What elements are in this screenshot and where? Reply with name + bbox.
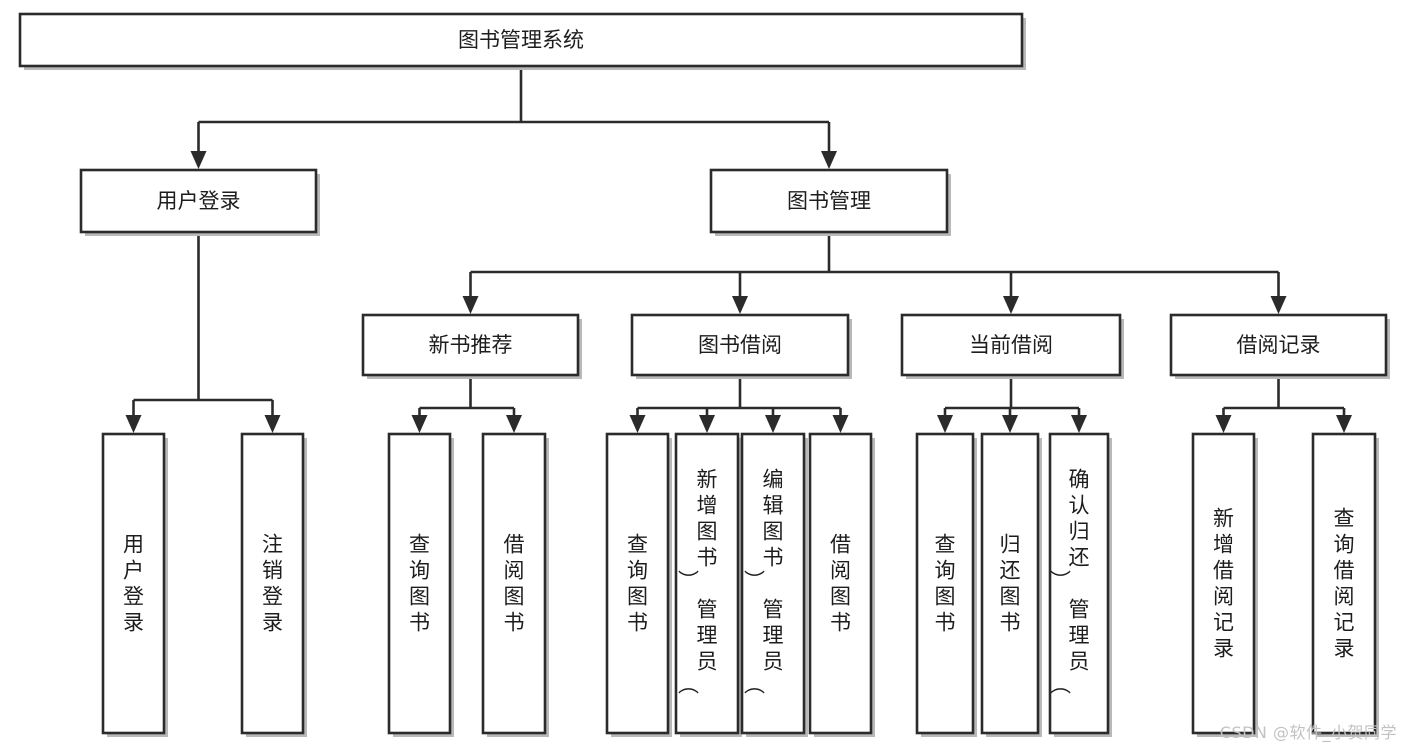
node-label: 借阅图书	[504, 533, 525, 635]
node-label: 用户登录	[157, 189, 241, 213]
arrow-head-icon	[937, 415, 953, 433]
node-box[interactable]	[361, 313, 580, 377]
edge-group-records	[1215, 375, 1352, 433]
arrow-head-icon	[629, 415, 646, 433]
node-leaf-br-add[interactable]: 新增图书（管理员）	[674, 432, 742, 737]
node-leaf-br-borrow[interactable]: 借阅图书	[808, 432, 875, 737]
node-records[interactable]: 借阅记录	[1169, 313, 1390, 379]
node-label: 查询图书	[935, 533, 956, 635]
node-leaf-br-edit[interactable]: 编辑图书（管理员）	[740, 432, 808, 737]
arrow-head-icon	[832, 415, 849, 433]
nodes-layer: 图书管理系统用户登录图书管理新书推荐图书借阅当前借阅借阅记录用户登录注销登录查询…	[18, 12, 1390, 737]
arrow-head-icon	[1215, 415, 1232, 433]
arrow-head-icon	[1003, 296, 1019, 314]
node-box[interactable]	[1311, 432, 1377, 735]
node-label: 归还图书	[1000, 533, 1021, 635]
node-label: 查询图书	[409, 533, 430, 635]
node-label: 借阅图书	[830, 533, 851, 635]
arrow-head-icon	[190, 151, 207, 169]
node-leaf-user-login[interactable]: 用户登录	[101, 432, 168, 737]
arrow-head-icon	[506, 415, 522, 433]
node-login[interactable]: 用户登录	[79, 168, 320, 236]
node-newbook[interactable]: 新书推荐	[361, 313, 582, 379]
node-box[interactable]	[1169, 313, 1388, 377]
edges-layer	[125, 66, 1352, 433]
node-label: 图书管理	[787, 189, 871, 213]
node-root[interactable]: 图书管理系统	[18, 12, 1026, 70]
node-box[interactable]	[630, 313, 850, 377]
node-label: 新增借阅记录	[1213, 507, 1234, 661]
arrow-head-icon	[1071, 415, 1087, 433]
node-box[interactable]	[79, 168, 318, 234]
node-box[interactable]	[101, 432, 166, 735]
node-label: 注销登录	[262, 533, 283, 635]
arrow-head-icon	[125, 415, 142, 433]
node-leaf-user-logout[interactable]: 注销登录	[240, 432, 307, 737]
node-box[interactable]	[387, 432, 452, 735]
node-label: 新增图书（管理员）	[678, 468, 718, 695]
node-label: 新书推荐	[429, 333, 513, 357]
edge-group-root	[190, 66, 837, 169]
node-label: 当前借阅	[969, 333, 1053, 357]
node-leaf-br-query[interactable]: 查询图书	[605, 432, 672, 737]
node-borrow[interactable]: 图书借阅	[630, 313, 852, 379]
edge-group-current	[937, 375, 1087, 433]
arrow-head-icon	[699, 415, 715, 433]
edge-group-bookmgmt	[462, 232, 1287, 314]
node-box[interactable]	[709, 168, 949, 234]
node-leaf-cu-confirm[interactable]: 确认归还（管理员）	[1048, 432, 1113, 737]
node-label: 图书管理系统	[458, 28, 584, 52]
node-leaf-nb-query[interactable]: 查询图书	[387, 432, 454, 737]
node-box[interactable]	[740, 432, 806, 735]
node-box[interactable]	[980, 432, 1040, 735]
arrow-head-icon	[1002, 415, 1018, 433]
node-box[interactable]	[605, 432, 670, 735]
node-box[interactable]	[915, 432, 975, 735]
node-current[interactable]: 当前借阅	[900, 313, 1124, 379]
edge-group-login	[125, 232, 281, 433]
node-label: 编辑图书（管理员）	[744, 468, 784, 695]
arrow-head-icon	[732, 296, 748, 314]
node-label: 图书借阅	[698, 333, 782, 357]
node-box[interactable]	[240, 432, 305, 735]
node-box[interactable]	[808, 432, 873, 735]
arrow-head-icon	[462, 296, 479, 314]
arrow-head-icon	[821, 151, 837, 169]
node-box[interactable]	[481, 432, 547, 735]
node-box[interactable]	[1191, 432, 1256, 735]
node-leaf-cu-return[interactable]: 归还图书	[980, 432, 1042, 737]
node-label: 借阅记录	[1237, 333, 1321, 357]
node-leaf-rec-add[interactable]: 新增借阅记录	[1191, 432, 1258, 737]
node-label: 确认归还（管理员）	[1050, 468, 1090, 695]
edge-group-newbook	[411, 375, 522, 433]
node-label: 查询借阅记录	[1334, 507, 1355, 661]
node-leaf-cu-query[interactable]: 查询图书	[915, 432, 977, 737]
arrow-head-icon	[264, 415, 281, 433]
arrow-head-icon	[1336, 415, 1352, 433]
arrow-head-icon	[1270, 296, 1287, 314]
node-bookmgmt[interactable]: 图书管理	[709, 168, 951, 236]
node-leaf-rec-query[interactable]: 查询借阅记录	[1311, 432, 1379, 737]
node-box[interactable]	[18, 12, 1024, 68]
node-label: 查询图书	[627, 533, 648, 635]
node-label: 用户登录	[123, 533, 144, 635]
node-box[interactable]	[1048, 432, 1110, 735]
edge-group-borrow	[629, 375, 849, 433]
arrow-head-icon	[765, 415, 781, 433]
node-box[interactable]	[900, 313, 1122, 377]
node-box[interactable]	[674, 432, 740, 735]
node-leaf-nb-borrow[interactable]: 借阅图书	[481, 432, 549, 737]
arrow-head-icon	[411, 415, 428, 433]
